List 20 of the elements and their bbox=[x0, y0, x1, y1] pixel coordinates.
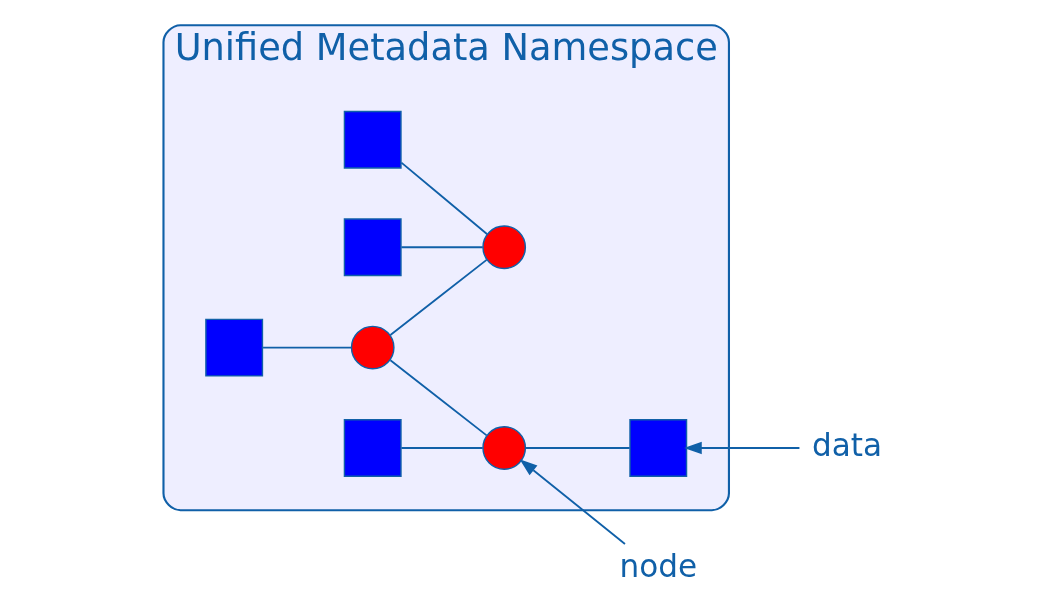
connector bbox=[389, 258, 488, 336]
connector bbox=[400, 246, 484, 249]
connector bbox=[262, 346, 353, 349]
connector bbox=[525, 447, 631, 449]
arrow bbox=[519, 459, 626, 545]
node-circle bbox=[482, 225, 527, 270]
connector bbox=[400, 447, 484, 449]
node-circle bbox=[482, 426, 527, 470]
cluster: Unified Metadata Namespace bbox=[162, 24, 730, 512]
node-circle bbox=[350, 325, 395, 370]
connector bbox=[389, 359, 488, 437]
connector bbox=[400, 161, 489, 236]
node-text: node bbox=[619, 548, 698, 585]
node-text: data bbox=[811, 426, 883, 463]
arrow bbox=[683, 441, 801, 455]
node-box bbox=[629, 419, 688, 477]
node-box bbox=[343, 110, 402, 169]
node-box bbox=[343, 419, 402, 477]
node-box bbox=[205, 318, 264, 377]
node-box bbox=[343, 218, 402, 277]
